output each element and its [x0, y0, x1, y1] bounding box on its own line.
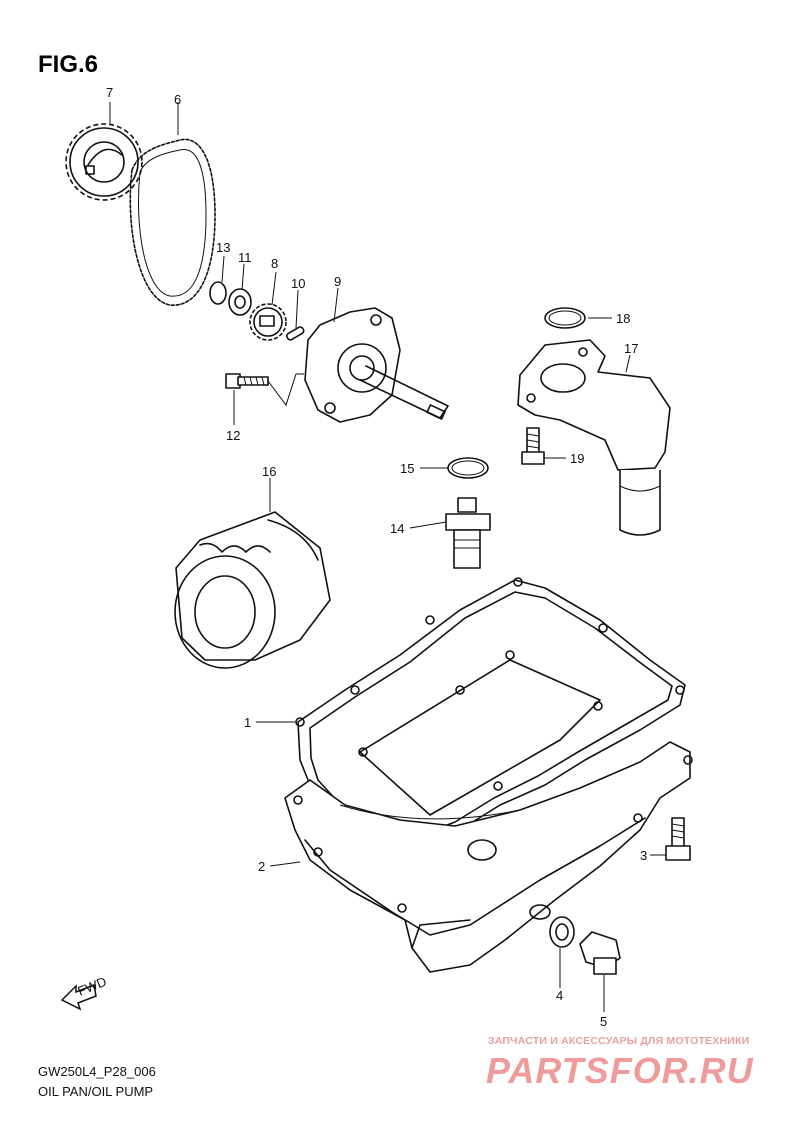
callout-11[interactable]: 11 [238, 250, 252, 265]
callout-7[interactable]: 7 [106, 85, 113, 100]
callout-18[interactable]: 18 [616, 311, 630, 326]
callout-10[interactable]: 10 [291, 276, 305, 291]
part-12-bolt[interactable] [225, 373, 304, 407]
part-7-sprocket[interactable] [65, 123, 143, 201]
callout-17[interactable]: 17 [624, 341, 638, 356]
watermark-logo: PARTSFOR.RU [486, 1050, 754, 1091]
callout-16[interactable]: 16 [262, 464, 276, 479]
part-8-pump-gear[interactable] [249, 303, 287, 341]
watermark-tagline: ЗАПЧАСТИ И АКСЕССУАРЫ ДЛЯ МОТОТЕХНИКИ [488, 1035, 750, 1047]
fwd-arrow-icon: FWD [60, 974, 109, 1011]
part-6-chain[interactable] [129, 138, 216, 306]
part-10-pin[interactable] [286, 326, 305, 341]
callout-19[interactable]: 19 [570, 451, 584, 466]
callout-2[interactable]: 2 [258, 859, 265, 874]
figure-label: FIG.6 [38, 51, 98, 78]
callout-numbers: 7 6 13 11 8 10 9 12 18 17 19 15 14 16 1 … [106, 85, 647, 1029]
part-19-bolt[interactable] [521, 427, 545, 465]
part-17-oil-pipe[interactable] [517, 339, 671, 536]
part-9-oil-pump[interactable] [304, 307, 449, 423]
part-13-circlip[interactable] [209, 281, 227, 305]
part-14-fitting[interactable] [445, 497, 491, 569]
callout-12[interactable]: 12 [226, 428, 240, 443]
part-5-drain-plug[interactable] [579, 931, 621, 975]
leader-lines [109, 102, 666, 1012]
callout-15[interactable]: 15 [400, 461, 414, 476]
callout-4[interactable]: 4 [556, 988, 563, 1003]
figure-code: GW250L4_P28_006 [38, 1064, 156, 1079]
callout-14[interactable]: 14 [390, 521, 404, 536]
part-18-o-ring[interactable] [544, 307, 586, 329]
callout-3[interactable]: 3 [640, 848, 647, 863]
callout-6[interactable]: 6 [174, 92, 181, 107]
part-16-oil-filter[interactable] [174, 511, 331, 669]
part-4-washer[interactable] [549, 916, 575, 948]
part-15-o-ring[interactable] [447, 457, 489, 479]
callout-9[interactable]: 9 [334, 274, 341, 289]
figure-caption: OIL PAN/OIL PUMP [38, 1084, 154, 1099]
callout-13[interactable]: 13 [216, 240, 230, 255]
part-11-washer[interactable] [228, 288, 252, 316]
callout-8[interactable]: 8 [271, 256, 278, 271]
part-2-oil-pan[interactable] [284, 741, 693, 973]
part-3-bolt[interactable] [665, 817, 691, 861]
callout-5[interactable]: 5 [600, 1014, 607, 1029]
callout-1[interactable]: 1 [244, 715, 251, 730]
